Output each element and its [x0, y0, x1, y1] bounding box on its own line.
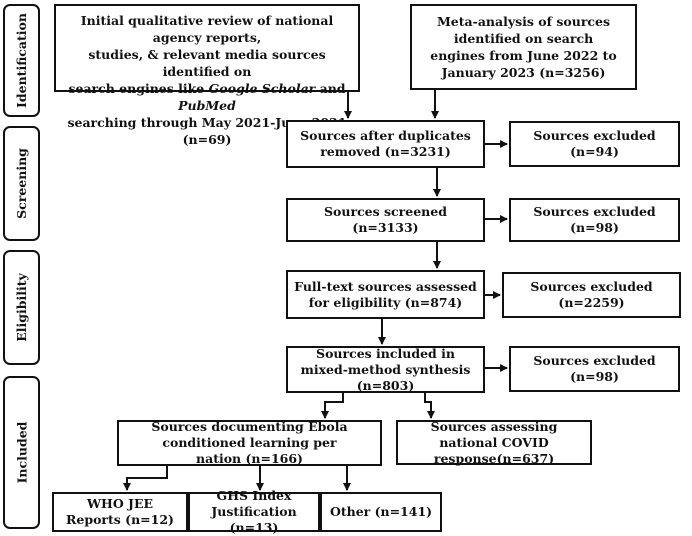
ghs-box: GHS Index Justification (n=13) — [188, 488, 320, 535]
excluded-text-4: Sources excluded (n=98) — [533, 353, 656, 384]
excluded-box-3: Sources excluded (n=2259) — [502, 272, 681, 318]
stage-included: Included — [3, 376, 40, 529]
stage-screening: Screening — [3, 126, 40, 241]
initial-review-line-3-pre: search engines like — [68, 81, 209, 96]
fulltext-box: Full-text sources assessed for eligibili… — [286, 270, 485, 319]
initial-review-box: Initial qualitative review of national a… — [54, 4, 360, 147]
initial-review-line-1: Initial qualitative review of national a… — [80, 13, 334, 45]
initial-review-line-2: studies, & relevant media sources identi… — [88, 47, 326, 79]
excluded-box-4: Sources excluded (n=98) — [509, 346, 680, 392]
included-mixed-box: Sources included in mixed-method synthes… — [286, 346, 485, 393]
screened-text: Sources screened (n=3133) — [324, 204, 447, 235]
excluded-text-1: Sources excluded (n=94) — [533, 128, 656, 159]
arrow-included-to-ebola — [321, 393, 344, 419]
arrow-included-to-covid — [424, 393, 435, 419]
excluded-text-2: Sources excluded (n=98) — [533, 204, 656, 235]
arrow-ebola-to-who — [123, 466, 168, 491]
after-duplicates-box: Sources after duplicates removed (n=3231… — [286, 120, 485, 168]
covid-box: Sources assessing national COVID respons… — [396, 418, 592, 466]
after-duplicates-text: Sources after duplicates removed (n=3231… — [300, 128, 471, 159]
fulltext-text: Full-text sources assessed for eligibili… — [294, 278, 477, 310]
meta-analysis-box: Meta-analysis of sources identified on s… — [410, 4, 637, 90]
screened-box: Sources screened (n=3133) — [286, 198, 485, 242]
ebola-text: Sources documenting Ebola conditioned le… — [151, 419, 348, 466]
initial-review-line-4: searching through May 2021-June 2021 (n=… — [67, 115, 347, 147]
google-scholar-text: Google Scholar — [208, 81, 316, 96]
excluded-box-1: Sources excluded (n=94) — [509, 121, 680, 167]
excluded-box-2: Sources excluded (n=98) — [509, 198, 680, 242]
other-text: Other (n=141) — [329, 504, 433, 519]
initial-review-line-3-mid: and — [315, 81, 346, 96]
stage-eligibility: Eligibility — [3, 250, 40, 365]
who-jee-box: WHO JEE Reports (n=12) — [52, 492, 188, 532]
pubmed-text: PubMed — [178, 98, 236, 113]
other-box: Other (n=141) — [320, 492, 442, 532]
ghs-text: GHS Index Justification (n=13) — [211, 488, 297, 535]
who-jee-text: WHO JEE Reports (n=12) — [66, 496, 174, 527]
covid-text: Sources assessing national COVID respons… — [430, 418, 558, 466]
included-mixed-text: Sources included in mixed-method synthes… — [300, 345, 471, 393]
stage-identification: Identification — [3, 4, 40, 117]
excluded-text-3: Sources excluded (n=2259) — [530, 279, 653, 310]
meta-analysis-text: Meta-analysis of sources identified on s… — [430, 14, 617, 80]
initial-review-line-3: search engines like Google Scholar and P… — [62, 80, 352, 114]
ebola-box: Sources documenting Ebola conditioned le… — [117, 419, 382, 466]
